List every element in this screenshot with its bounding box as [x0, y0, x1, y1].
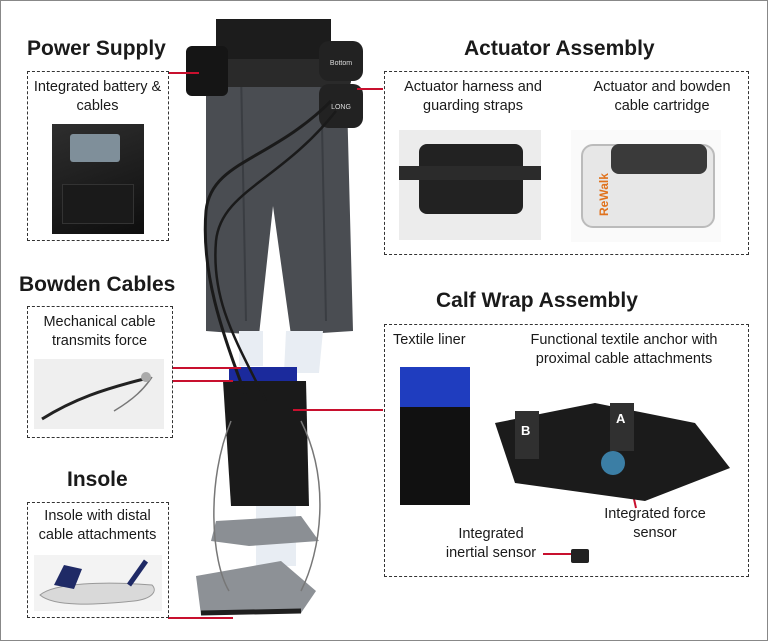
shoe-back: [211, 516, 319, 546]
bowden-cable-photo: [34, 359, 164, 429]
waist-belt: [201, 59, 351, 87]
textile-liner-caption: Textile liner: [393, 332, 466, 348]
textile-anchor-caption: Functional textile anchor with proximal …: [530, 332, 718, 367]
bowden-cables-caption: Mechanical cable transmits force: [43, 314, 156, 349]
calf-wrap: [223, 381, 309, 506]
insole-heading: Insole: [67, 468, 128, 491]
rewalk-logo: ReWalk: [597, 173, 611, 216]
power-supply-caption: Integrated battery & cables: [33, 79, 162, 114]
actuator-button-bottom-label: LONG: [331, 104, 351, 111]
bowden-cables-box: Mechanical cable transmits force: [27, 306, 173, 438]
actuator-assembly-box: Actuator harness and guarding straps Act…: [384, 71, 749, 255]
actuator-harness-caption: Actuator harness and guarding straps: [404, 79, 542, 114]
battery-pouch: [186, 46, 228, 96]
bowden-cables-heading: Bowden Cables: [19, 273, 176, 296]
actuator-cartridge-photo: ReWalk: [571, 130, 721, 242]
inertial-sensor-label: Integrated inertial sensor: [445, 526, 537, 561]
calf-wrap-assembly-heading: Calf Wrap Assembly: [436, 289, 638, 312]
tag-a: A: [616, 411, 626, 426]
textile-anchor-photo: B A: [485, 383, 740, 503]
calf-wrap-assembly-box: Textile liner Functional textile anchor …: [384, 324, 749, 577]
shirt: [216, 19, 331, 61]
insole-photo: [34, 555, 162, 611]
actuator-assembly-heading: Actuator Assembly: [464, 37, 655, 60]
textile-liner-photo: [400, 367, 470, 505]
insole-box: Insole with distal cable attachments: [27, 502, 169, 618]
power-supply-box: Integrated battery & cables: [27, 71, 169, 241]
thigh-left: [239, 331, 263, 366]
inertial-sensor-marker: [571, 549, 589, 563]
actuator-harness-photo: [399, 130, 541, 240]
force-sensor-label: Integrated force sensor: [604, 506, 706, 541]
actuator-button-top-label: Bottom: [330, 60, 352, 67]
actuator-unit-top: [319, 41, 363, 81]
shoe-front: [196, 561, 316, 615]
thigh-right: [284, 331, 323, 373]
power-supply-heading: Power Supply: [27, 37, 166, 60]
tag-b: B: [521, 423, 531, 438]
actuator-cartridge-caption: Actuator and bowden cable cartridge: [593, 79, 731, 114]
insole-caption: Insole with distal cable attachments: [38, 508, 157, 543]
battery-photo: [52, 124, 144, 234]
